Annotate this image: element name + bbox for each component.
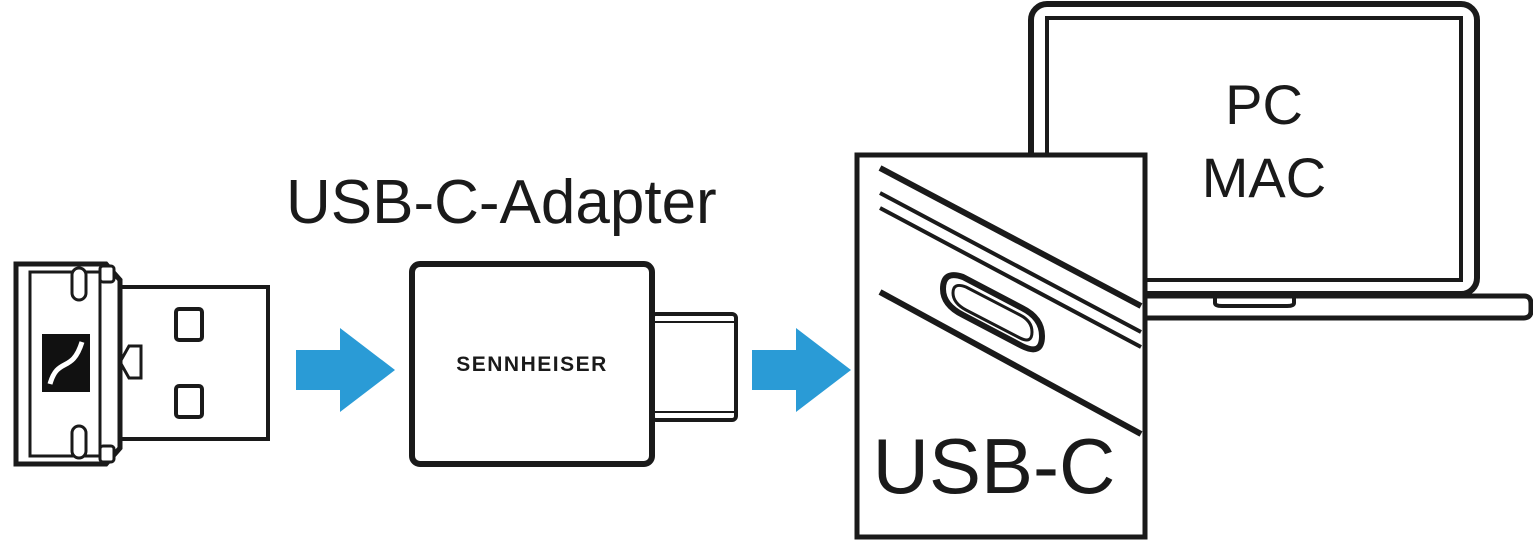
computer-label-mac: MAC — [1202, 146, 1326, 209]
adapter-title: USB-C-Adapter — [286, 168, 717, 237]
adapter-brand-label: SENNHEISER — [456, 353, 608, 376]
arrow-right-icon — [752, 328, 851, 412]
usb-c-adapter-icon — [409, 261, 738, 467]
computer-label-pc: PC — [1225, 73, 1303, 136]
usb-c-port-icon — [854, 152, 1148, 540]
sennheiser-logo-icon — [42, 334, 90, 392]
port-label: USB-C — [873, 422, 1116, 510]
arrow-right-icon — [296, 328, 395, 412]
